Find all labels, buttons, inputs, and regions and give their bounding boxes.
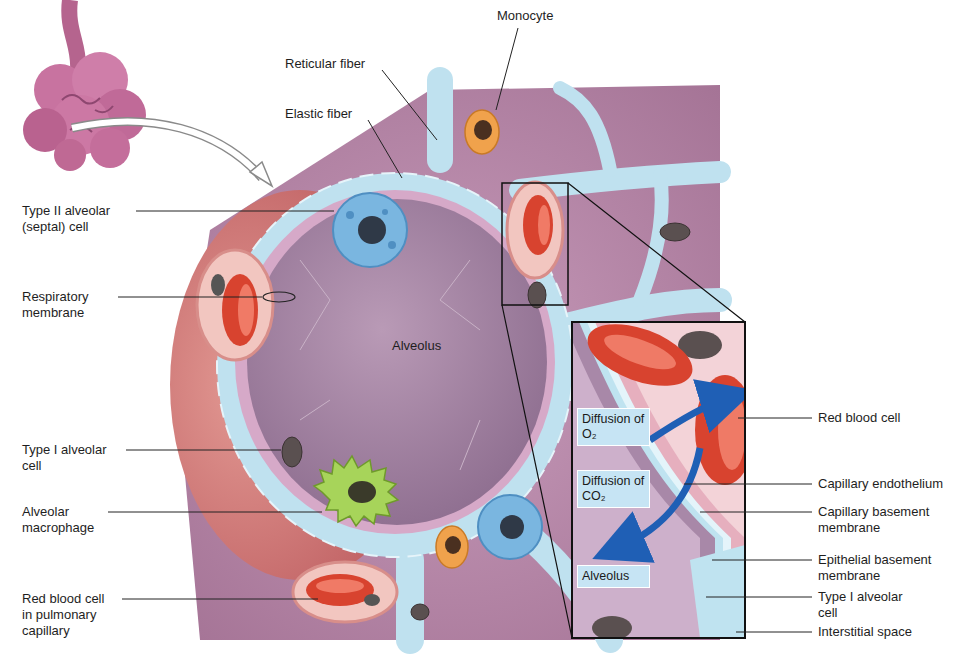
part-label: Red blood cell in pulmonary capillary [22,591,114,639]
zoom-arrow [72,121,272,186]
leader-line [108,512,322,513]
leader-line [126,450,281,451]
leader-line [368,120,402,178]
pulmonary-capillary [211,274,225,296]
interstitial-septa [560,88,610,170]
type-two-cell [478,495,542,559]
leader-line [712,560,812,561]
inset-detail [572,322,745,638]
leader-line [736,632,812,633]
leader-line [382,70,437,140]
alveolus-lumen [300,260,480,470]
leader-line [706,597,812,598]
part-label: Capillary endothelium [818,476,943,492]
type-one-cell-nucleus [660,223,690,241]
pulmonary-capillary [222,274,258,346]
pulmonary-capillary [523,195,553,255]
type-one-cell-nucleus [411,604,429,620]
zoom-arrow [72,121,262,178]
pulmonary-capillary [238,284,254,336]
part-label: Type I alveolar cell [818,589,918,621]
part-label: Alveolus [392,338,441,354]
box-text: Diffusion of O₂ [582,412,645,442]
type-two-cell [333,193,407,267]
zoom-frame [502,183,568,305]
type-one-cell-nucleus [528,282,546,308]
leader-line [108,28,812,632]
inset-detail [579,322,700,398]
lung-lobule-icon [90,128,130,168]
type-two-cell [500,515,524,539]
leader-line [122,599,318,600]
part-label: Respiratory membrane [22,289,112,321]
part-label: Interstitial space [818,624,912,640]
inset-detail [578,322,745,638]
inset-detail [572,322,745,638]
monocyte [436,110,499,568]
type-two-cell [388,241,396,249]
lung-lobule-icon [54,139,86,171]
diffusion-box: Diffusion of CO₂ [577,470,650,508]
leader-line [738,418,812,419]
inset-detail [600,328,680,377]
pulmonary-capillary [364,594,380,606]
part-label: Epithelial basement membrane [818,552,948,584]
monocyte [445,536,461,554]
part-label: Alveolar macrophage [22,504,102,536]
interstitial-septa [396,560,424,640]
interstitial-septa [427,80,453,160]
alveolar-outer-wall [170,173,573,580]
zoom-arrow [250,162,272,186]
alveolar-macrophage [314,456,398,526]
pulmonary-capillary [197,182,563,622]
monocyte [465,110,499,154]
inset-detail [572,322,745,638]
part-label: Red blood cell [818,410,900,426]
membrane-marker [263,292,295,302]
part-label: Capillary basement membrane [818,504,948,536]
inset-detail [690,545,745,638]
alveolar-macrophage [348,481,376,503]
interstitial-septa [640,175,662,300]
leader-line [700,512,812,513]
pulmonary-capillary [316,579,364,593]
type-one-cell-nucleus [282,437,302,467]
inset-detail [650,398,728,440]
inset-detail [592,616,632,638]
lung-lobule-icon [23,0,146,171]
part-label: Type I alveolar cell [22,442,122,474]
pulmonary-capillary [538,205,550,245]
pulmonary-capillary [197,250,273,360]
part-label: Elastic fiber [285,106,352,122]
diffusion-box: Alveolus [577,565,650,588]
inset-frame [572,322,745,638]
zoom-arrow [72,121,262,178]
box-text: Alveolus [582,569,645,584]
type-two-cell [382,209,388,215]
pulmonary-capillary [507,182,563,278]
part-label: Monocyte [497,8,553,24]
pulmonary-capillary [306,574,374,606]
leader-line [118,297,262,298]
type-two-cell [358,216,386,244]
monocyte [474,120,492,140]
leader-line [684,484,812,485]
part-label: Type II alveolar (septal) cell [22,203,127,235]
inset-detail [695,375,745,485]
diffusion-box: Diffusion of O₂ [577,408,650,446]
type-two-cell [346,211,354,219]
alveolar-macrophage [314,456,398,526]
pulmonary-capillary [293,562,397,622]
leader-line [136,211,334,212]
part-label: Reticular fiber [285,56,365,72]
box-text: Diffusion of CO₂ [582,474,645,504]
monocyte [436,526,468,568]
leader-line [496,28,518,110]
lung-lobule-icon [69,0,78,70]
